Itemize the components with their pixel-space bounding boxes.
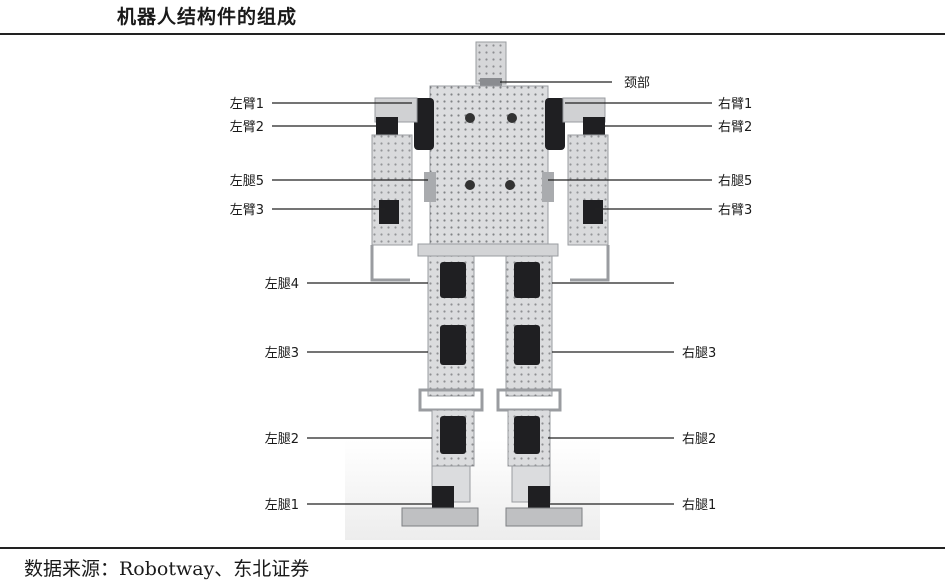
label-right-leg-1: 右腿1	[682, 498, 716, 513]
bottom-rule	[0, 547, 945, 549]
label-left-leg-5: 左腿5	[230, 174, 264, 189]
label-left-arm-3: 左臂3	[230, 203, 264, 218]
label-left-arm-2: 左臂2	[230, 120, 264, 135]
label-left-leg-4: 左腿4	[265, 277, 299, 292]
part-labels: 颈部 左臂1 左臂2 左腿5 左臂3 左腿4 左腿3 左腿2 左腿1 右臂1 右…	[230, 76, 753, 513]
label-right-leg-2: 右腿2	[682, 432, 716, 447]
page-title: 机器人结构件的组成	[117, 6, 298, 28]
label-left-leg-2: 左腿2	[265, 432, 299, 447]
label-right-leg-3: 右腿3	[682, 346, 716, 361]
source-note: 数据来源：Robotway、东北证券	[24, 558, 310, 580]
leader-lines	[272, 81, 712, 505]
label-neck: 颈部	[624, 76, 650, 91]
label-right-arm-2: 右臂2	[718, 120, 752, 135]
top-rule	[0, 33, 945, 35]
label-left-leg-1: 左腿1	[265, 498, 299, 513]
label-left-arm-1: 左臂1	[230, 97, 264, 112]
label-right-arm-1: 右臂1	[718, 97, 752, 112]
label-right-arm-3: 右臂3	[718, 203, 752, 218]
label-left-leg-3: 左腿3	[265, 346, 299, 361]
label-right-leg-5: 右腿5	[718, 174, 752, 189]
robot-illustration	[370, 41, 610, 527]
